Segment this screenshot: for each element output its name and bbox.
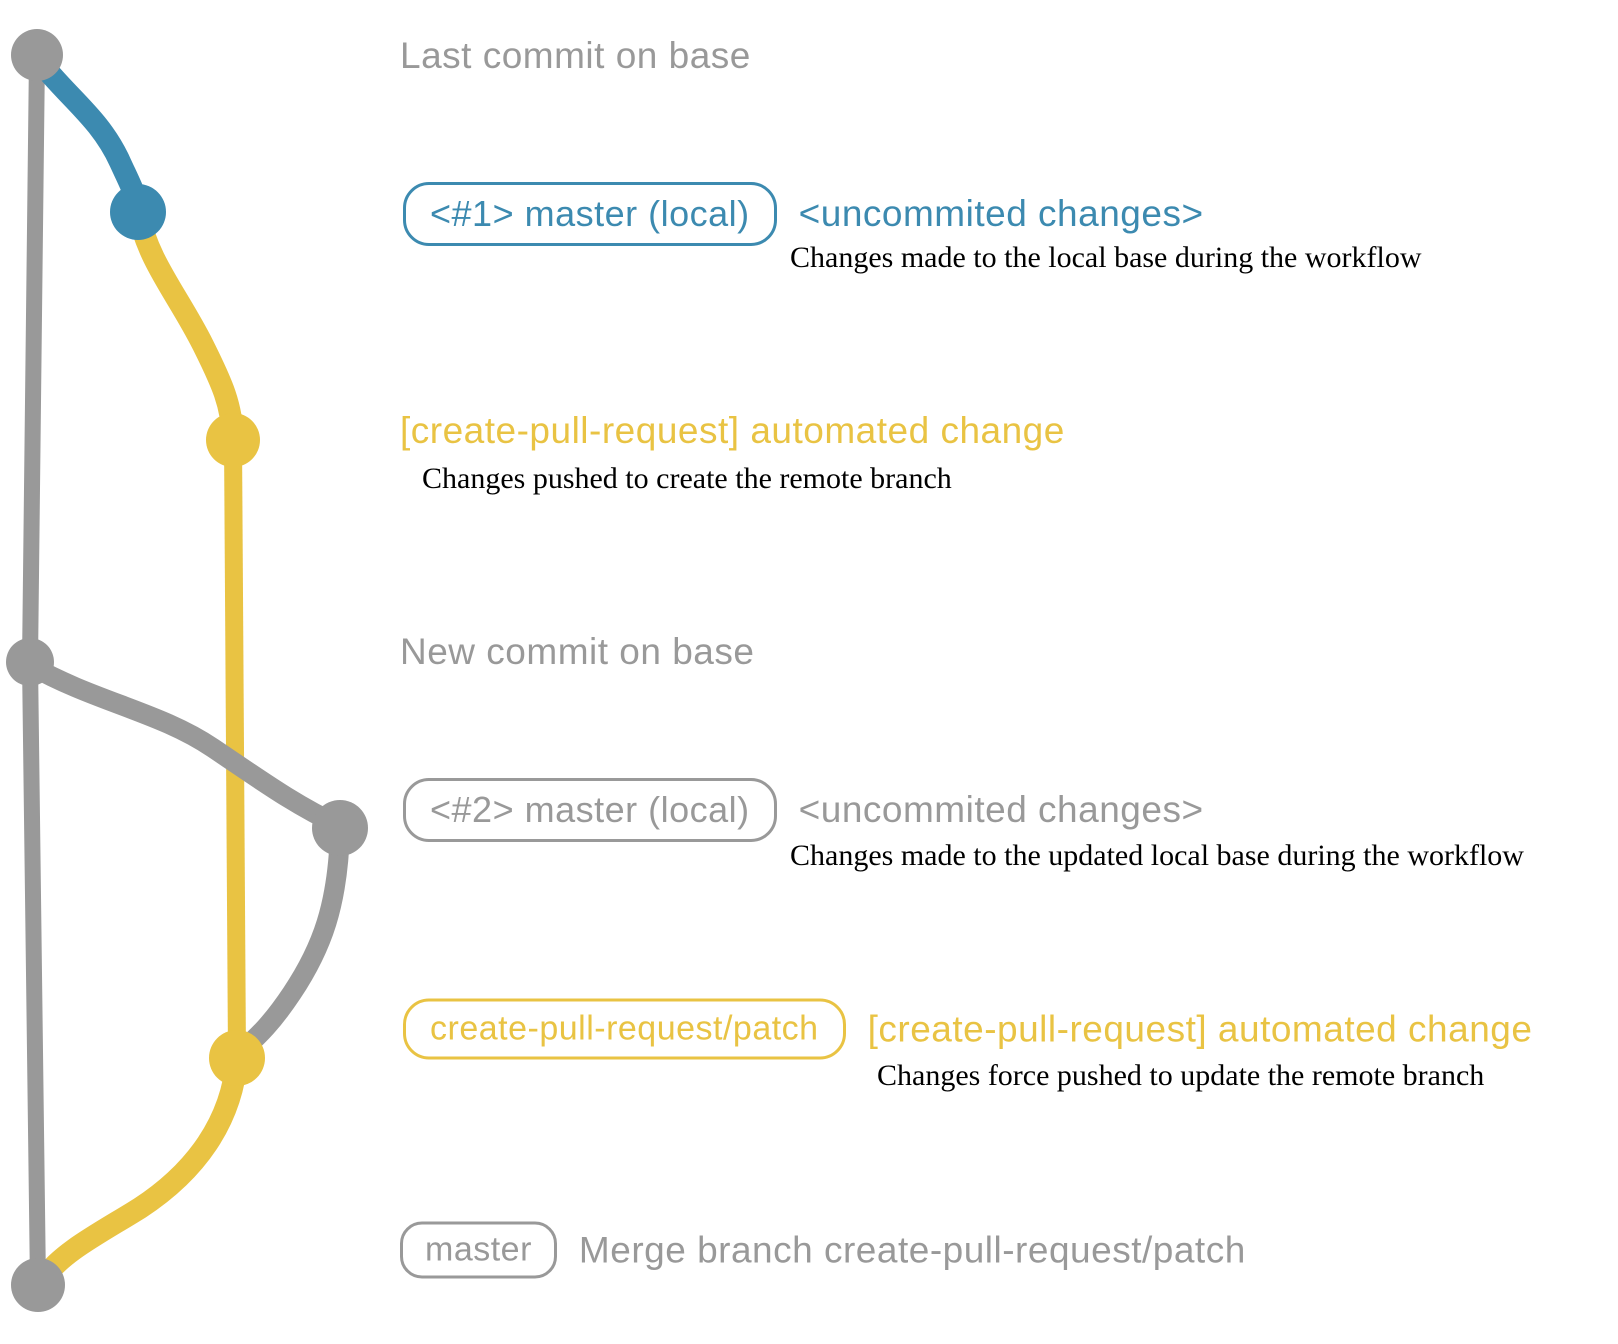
patch-branch-merge-line [33, 1047, 248, 1289]
master-badge: master [400, 1221, 557, 1279]
merge-branch-label: Merge branch create-pull-request/patch [578, 1229, 1246, 1270]
local-branch-2-line-upper [20, 655, 350, 836]
commit-dot-new-base [6, 638, 54, 686]
pushed-changes-description: Changes pushed to create the remote bran… [422, 462, 952, 495]
automated-change-2-label: [create-pull-request] automated change [867, 1008, 1533, 1049]
master-local-1-badge: <#1> master (local) [403, 182, 777, 246]
force-pushed-description: Changes force pushed to update the remot… [877, 1059, 1485, 1092]
commit-dot-local-1 [110, 184, 166, 240]
automated-change-1-label: [create-pull-request] automated change [400, 410, 1065, 451]
commit-dot-local-2 [312, 800, 368, 856]
row-local-commit-1: <#1> master (local) <uncommited changes> [403, 182, 1204, 246]
row-new-commit: New commit on base [400, 631, 754, 673]
commit-dot-merge [11, 1258, 65, 1312]
patch-branch-badge: create-pull-request/patch [403, 998, 846, 1060]
row-merge-commit: master Merge branch create-pull-request/… [400, 1221, 1246, 1279]
local-changes-1-description: Changes made to the local base during th… [790, 241, 1422, 274]
commit-dot-last-base [11, 29, 63, 81]
master-local-2-badge: <#2> master (local) [403, 778, 777, 842]
commit-dot-patch-2 [209, 1030, 265, 1086]
patch-branch-line-upper [127, 201, 244, 451]
row-automated-change-2: create-pull-request/patch [create-pull-r… [403, 998, 1533, 1060]
row-last-commit: Last commit on base [400, 35, 751, 77]
uncommited-changes-1-label: <uncommited changes> [798, 193, 1204, 234]
local-branch-2-line-lower [236, 820, 350, 1057]
row-automated-change-1: [create-pull-request] automated change [400, 410, 1065, 452]
patch-branch-line-vertical [224, 439, 246, 1059]
last-commit-label: Last commit on base [400, 35, 751, 76]
new-commit-label: New commit on base [400, 631, 755, 672]
uncommited-changes-2-label: <uncommited changes> [798, 789, 1204, 830]
commit-dot-patch-1 [206, 413, 260, 467]
row-local-commit-2: <#2> master (local) <uncommited changes> [403, 778, 1204, 842]
local-changes-2-description: Changes made to the updated local base d… [790, 839, 1524, 872]
